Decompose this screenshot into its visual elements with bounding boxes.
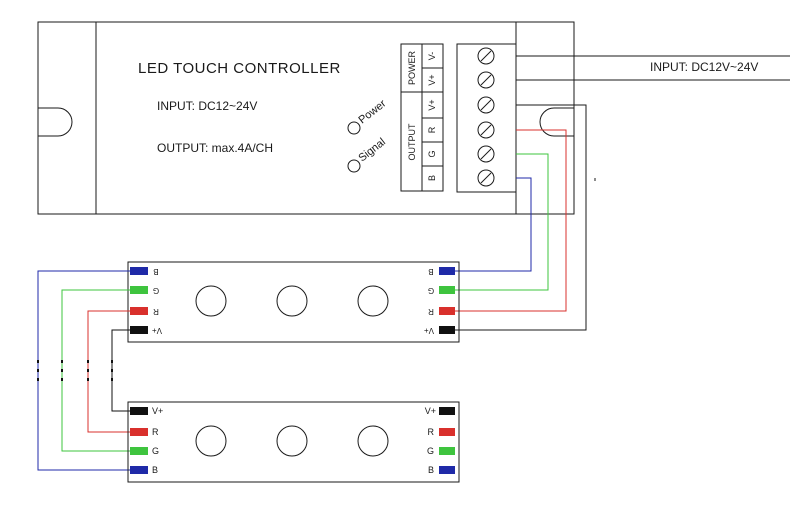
pad-black: [130, 326, 148, 334]
power-input-wires: [516, 55, 790, 81]
power-indicator-label: Power: [356, 98, 388, 127]
pad-blue: [130, 466, 148, 474]
strip-bottom-left-pads: [130, 407, 148, 474]
strip-bottom-right-pin-b: B: [428, 465, 434, 475]
signal-indicator-label: Signal: [356, 136, 387, 164]
strip-bottom-left-pin-vplus: V+: [152, 406, 163, 416]
strip-bottom-right-pin-vplus: V+: [425, 406, 436, 416]
strip-top-left-pads: [130, 267, 148, 334]
screw-terminal: [477, 121, 495, 139]
strip-top-left-pin-r: R: [153, 307, 159, 316]
strip-bottom-left-pin-b: B: [152, 465, 158, 475]
controller-output-spec: OUTPUT: max.4A/CH: [157, 141, 273, 155]
controller-housing: [37, 21, 575, 215]
signal-indicator: Signal: [347, 136, 388, 173]
controller-input-spec: INPUT: DC12~24V: [157, 99, 257, 113]
pad-red: [130, 307, 148, 315]
pad-red: [130, 428, 148, 436]
led: [357, 425, 389, 457]
terminal-group-output: OUTPUT: [407, 123, 417, 161]
power-indicator: Power: [347, 98, 389, 135]
pad-green: [439, 447, 455, 455]
led-strip-top: [127, 261, 460, 343]
strip-top-left-pin-g: G: [153, 286, 159, 295]
pad-red: [439, 307, 455, 315]
pad-red: [439, 428, 455, 436]
pad-blue: [439, 466, 455, 474]
terminal-pin-v-plus-power: V+: [427, 74, 437, 85]
led: [276, 425, 308, 457]
strip-bottom-left-pin-r: R: [152, 427, 159, 437]
strip-top-left-pin-b: B: [153, 267, 158, 276]
pad-black: [439, 407, 455, 415]
terminal-pin-g: G: [427, 150, 437, 157]
screw-terminal: [477, 96, 495, 114]
strip-bottom-right-pin-g: G: [427, 446, 434, 456]
strip-top-left-pin-vplus: V+: [152, 326, 162, 335]
pad-green: [439, 286, 455, 294]
wire-blue-output: [452, 177, 532, 272]
led: [357, 285, 389, 317]
led: [276, 285, 308, 317]
pad-green: [130, 447, 148, 455]
pad-blue: [439, 267, 455, 275]
link-wire-blue: [37, 270, 130, 471]
terminal-pin-v-plus-output: V+: [427, 99, 437, 110]
wire-vplus-output: [452, 104, 587, 331]
controller-title: LED TOUCH CONTROLLER: [138, 60, 341, 77]
strip-bottom-right-pin-r: R: [428, 427, 435, 437]
terminal-pin-r: R: [427, 126, 437, 133]
screw-terminal: [477, 47, 495, 65]
strip-top-right-pin-g: G: [428, 286, 434, 295]
link-wire-black: [111, 329, 130, 412]
pad-black: [130, 407, 148, 415]
terminal-pin-v-minus: V-: [427, 52, 437, 61]
link-wire-green: [61, 289, 130, 452]
strip-top-right-pin-r: R: [428, 307, 434, 316]
link-wire-red: [87, 310, 130, 433]
screw-terminal: [477, 145, 495, 163]
terminal-label-table: [400, 43, 444, 192]
led: [195, 285, 227, 317]
continuation-dots: [37, 360, 113, 381]
strip-bottom-right-pads: [439, 407, 455, 474]
pad-green: [130, 286, 148, 294]
strip-top-right-pads: [439, 267, 455, 334]
terminal-group-power: POWER: [407, 51, 417, 86]
strip-bottom-left-pin-g: G: [152, 446, 159, 456]
wire-green-output: [452, 153, 549, 291]
screw-terminal: [477, 71, 495, 89]
screw-terminal: [477, 169, 495, 187]
pad-blue: [130, 267, 148, 275]
wire-red-output: [452, 129, 567, 312]
pad-black: [439, 326, 455, 334]
led: [195, 425, 227, 457]
screw-terminal-block: [456, 43, 517, 193]
led-strip-bottom: [127, 401, 460, 483]
terminal-pin-b: B: [427, 175, 437, 181]
power-input-label: INPUT: DC12V~24V: [650, 60, 758, 74]
strip-top-right-pin-vplus: V+: [424, 326, 434, 335]
strip-top-right-pin-b: B: [428, 267, 433, 276]
